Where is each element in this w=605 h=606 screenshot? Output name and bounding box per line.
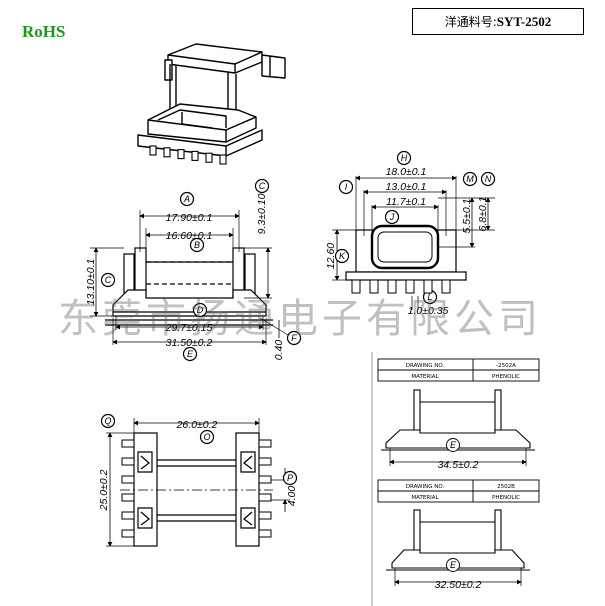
isometric-pins — [149, 145, 227, 165]
part-number-box: 洋通料号: SYT-2502 — [412, 8, 584, 35]
iso-pin — [163, 147, 171, 158]
dim-i: 13.0±0.1 — [386, 181, 427, 193]
dim-k: 12.60 — [325, 243, 337, 269]
top-pin-right — [258, 439, 272, 448]
variant-a-drawing-no: -2502A — [496, 363, 516, 369]
top-pin-right — [258, 511, 272, 520]
variant-b-material: PHENOLIC — [492, 495, 520, 501]
letter-d: D — [197, 305, 204, 315]
iso-pin — [149, 145, 157, 156]
dim-d: 29.7±0.15 — [165, 322, 213, 334]
top-pin-right — [258, 457, 272, 466]
top-pin-left — [121, 457, 135, 466]
dim-q: 25.0±0.2 — [98, 469, 110, 511]
iso-pin — [205, 152, 213, 163]
variant-b-drawing-no-label: DRAWING NO. — [406, 484, 445, 490]
letter-c: C — [259, 181, 266, 191]
side-pin — [369, 279, 379, 294]
variant-a-letter: E — [450, 440, 457, 450]
side-pin — [387, 279, 397, 294]
part-number-label: 洋通料号: — [444, 15, 497, 29]
side-pin — [405, 279, 415, 294]
dim-f: 0.40 — [273, 340, 285, 361]
top-view-pins — [121, 439, 272, 538]
variant-b-material-label: MATERIAL — [411, 495, 439, 501]
top-pin-left — [121, 475, 135, 484]
top-pin-right — [258, 493, 272, 502]
top-pin-left — [121, 511, 135, 520]
letter-l: L — [427, 292, 432, 302]
dim-h: 18.0±0.1 — [386, 166, 427, 178]
top-pin-right — [258, 475, 272, 484]
dim-e: 31.50±0.2 — [166, 337, 213, 349]
part-number-value: SYT-2502 — [496, 13, 552, 29]
dim-n: 6.8±0.1 — [477, 197, 489, 232]
letter-f: F — [291, 333, 297, 343]
letter-a: A — [183, 194, 190, 204]
dim-p: 4.00 — [286, 486, 298, 507]
front-view-labels: A B C C D E F 17.90±0.1 16.60±0.1 29.7±0… — [85, 181, 297, 360]
side-pin — [441, 279, 451, 294]
letter-j: J — [389, 212, 395, 222]
dim-l: 1.0±0.35 — [408, 305, 449, 317]
letter-h: H — [401, 153, 408, 163]
front-view — [90, 178, 302, 362]
letter-i: I — [345, 182, 348, 192]
dim-c-left: 13.10±0.1 — [85, 259, 97, 306]
top-pin-left — [121, 439, 135, 448]
isometric-view — [137, 43, 286, 157]
letter-n: N — [485, 174, 492, 184]
variant-a-labels: DRAWING NO. -2502A MATERIAL PHENOLIC E 3… — [406, 363, 520, 471]
rohs-logo: RoHS — [22, 22, 66, 41]
letter-k: K — [339, 251, 346, 261]
variant-a-drawing-no-label: DRAWING NO. — [406, 363, 445, 369]
letter-m: M — [466, 174, 474, 184]
side-view-pins — [351, 279, 451, 294]
dim-b: 16.60±0.1 — [166, 230, 213, 242]
variant-a-material: PHENOLIC — [492, 374, 520, 380]
dim-a: 17.90±0.1 — [166, 212, 213, 224]
letter-o: O — [203, 432, 210, 442]
variant-b-drawing-no: 2502B — [497, 484, 515, 490]
variant-a-panel — [371, 352, 540, 606]
side-pin — [351, 279, 361, 294]
side-view-labels: H I J K L M N 18.0±0.1 13.0±0.1 11.7±0.1… — [325, 153, 492, 317]
top-pin-right — [258, 529, 272, 538]
dim-o: 26.0±0.2 — [176, 419, 218, 431]
top-pin-left — [121, 493, 135, 502]
dim-c-side: 9.3±0.10 — [256, 193, 268, 234]
letter-q: Q — [104, 416, 111, 426]
top-pin-left — [121, 529, 135, 538]
variant-b-labels: DRAWING NO. 2502B MATERIAL PHENOLIC E 32… — [406, 484, 520, 591]
variant-a-material-label: MATERIAL — [411, 374, 439, 380]
iso-pin — [191, 150, 199, 161]
variant-b-dim: 32.50±0.2 — [435, 579, 482, 591]
letter-c-left: C — [105, 275, 112, 285]
iso-pin — [219, 154, 227, 165]
letter-e: E — [187, 349, 194, 359]
variant-b-letter: E — [450, 560, 457, 570]
side-pin — [423, 279, 433, 294]
letter-p: P — [287, 473, 293, 483]
variant-a-dim: 34.5±0.2 — [438, 459, 479, 471]
letter-b: B — [194, 240, 200, 250]
variant-b-panel — [377, 479, 540, 586]
iso-pin — [177, 149, 185, 160]
top-view-labels: Q O P 26.0±0.2 25.0±0.2 4.00 — [98, 416, 298, 511]
dim-j: 11.7±0.1 — [386, 196, 426, 208]
top-view — [100, 413, 298, 547]
dim-m: 5.5±0.1 — [461, 199, 473, 234]
